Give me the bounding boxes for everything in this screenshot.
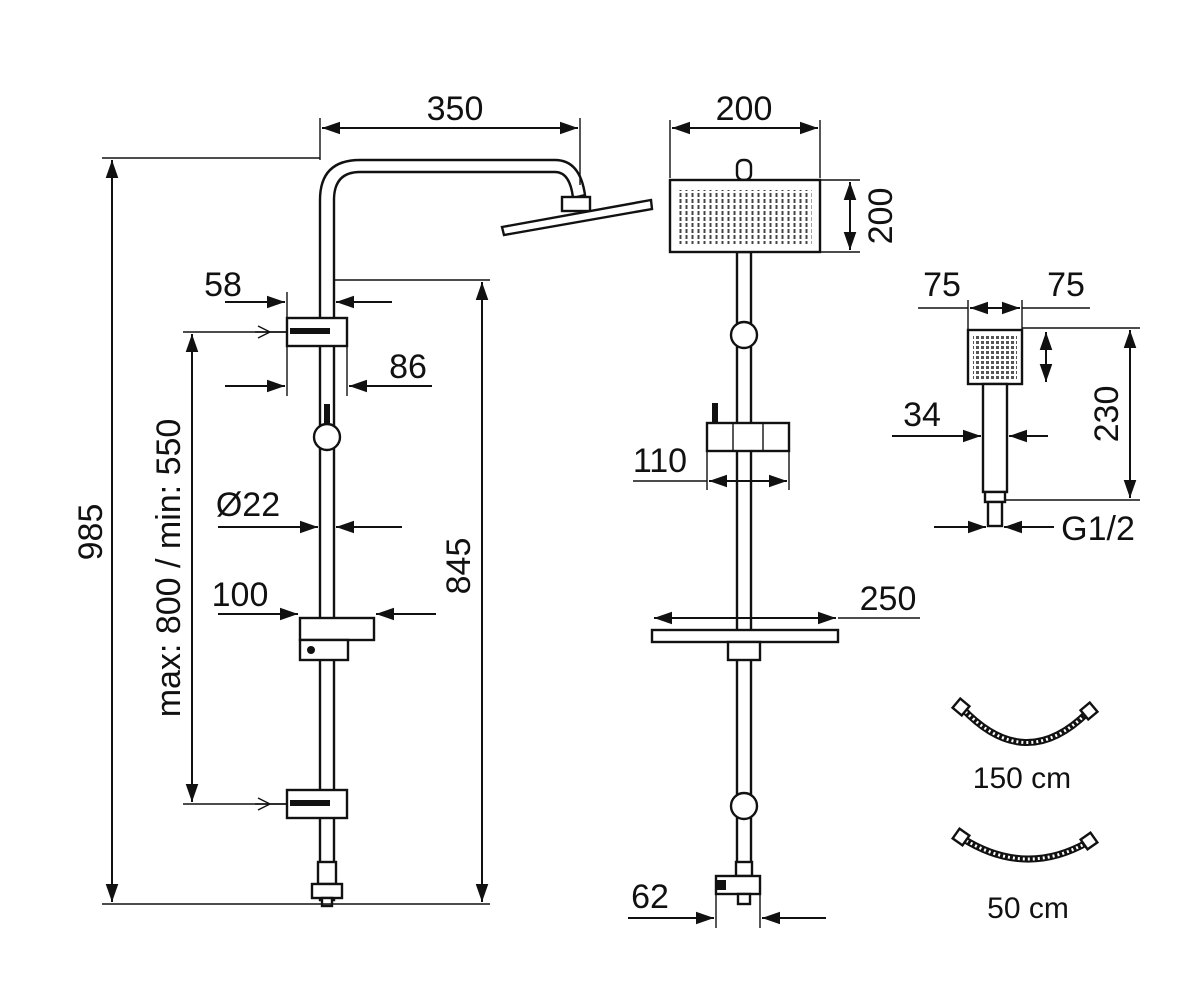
- dim-rail-height: 845: [440, 538, 478, 595]
- front-upper-ball: [729, 320, 759, 350]
- dim-shelf-width: 250: [860, 580, 917, 618]
- front-valve-body: [705, 421, 791, 453]
- dim-handle-diameter: 34: [903, 396, 941, 434]
- hose-50: 50 cm: [950, 826, 1100, 925]
- hand-shower-thread: [986, 500, 1004, 528]
- hand-shower-connector: [983, 490, 1007, 504]
- dim-pipe-diameter: Ø22: [216, 486, 280, 524]
- side-shower-head-connector: [560, 195, 592, 213]
- front-shelf: [650, 628, 840, 644]
- side-lever: [324, 404, 330, 426]
- dim-total-height: 985: [72, 504, 110, 561]
- side-bottom-valve: [310, 882, 344, 900]
- side-view: 350 985 58 86 max: 800 / min: 550 Ø22 10…: [72, 90, 654, 908]
- front-shower-nozzles: [678, 190, 812, 244]
- hand-shower-handle: [981, 382, 1009, 494]
- dim-hand-head-left: 75: [923, 266, 961, 304]
- dim-bracket-depth: 58: [204, 266, 242, 304]
- front-inlet-nut: [734, 860, 754, 878]
- front-inlet-tap: [716, 880, 726, 890]
- hand-shower-view: 75 75 34 230 G1/2: [892, 266, 1140, 548]
- dim-bracket-offset: 86: [389, 348, 427, 386]
- hoses: 150 cm 50 cm: [950, 696, 1100, 925]
- dim-head-height: 200: [862, 188, 900, 245]
- dim-valve-width: 110: [633, 442, 687, 480]
- dim-head-width: 200: [716, 90, 773, 128]
- dim-hand-head-right: 75: [1047, 266, 1085, 304]
- side-lower-bracket-slot: [290, 800, 330, 806]
- front-arm-top: [735, 158, 753, 182]
- side-shelf: [298, 616, 376, 642]
- side-shower-head: [500, 198, 654, 237]
- hose-50-label: 50 cm: [987, 892, 1069, 925]
- side-bottom-fitting: [316, 860, 338, 886]
- dim-hand-length: 230: [1088, 386, 1126, 443]
- front-valve-lever: [712, 403, 718, 423]
- front-view: 200 200 110 250 62: [628, 90, 920, 928]
- side-slider-ball: [312, 422, 342, 452]
- front-lower-ball: [729, 791, 759, 821]
- hose-150: 150 cm: [950, 696, 1100, 795]
- dim-bracket-adjust: max: 800 / min: 550: [150, 419, 188, 718]
- side-shelf-screw: [307, 646, 315, 654]
- front-inlet-outlet: [736, 892, 752, 906]
- side-shelf-holder: [298, 638, 350, 662]
- dim-thread: G1/2: [1061, 510, 1135, 548]
- dim-arm-width: 350: [427, 90, 484, 128]
- hand-shower-grid: [973, 335, 1017, 379]
- dim-shelf-depth: 100: [212, 576, 269, 614]
- dim-inlet-width: 62: [631, 878, 669, 916]
- side-bottom-outlet: [320, 896, 334, 908]
- side-upper-bracket-slot: [290, 328, 330, 334]
- side-riser-pipe: [318, 158, 587, 902]
- front-shelf-holder: [726, 640, 762, 662]
- hose-150-label: 150 cm: [973, 762, 1071, 795]
